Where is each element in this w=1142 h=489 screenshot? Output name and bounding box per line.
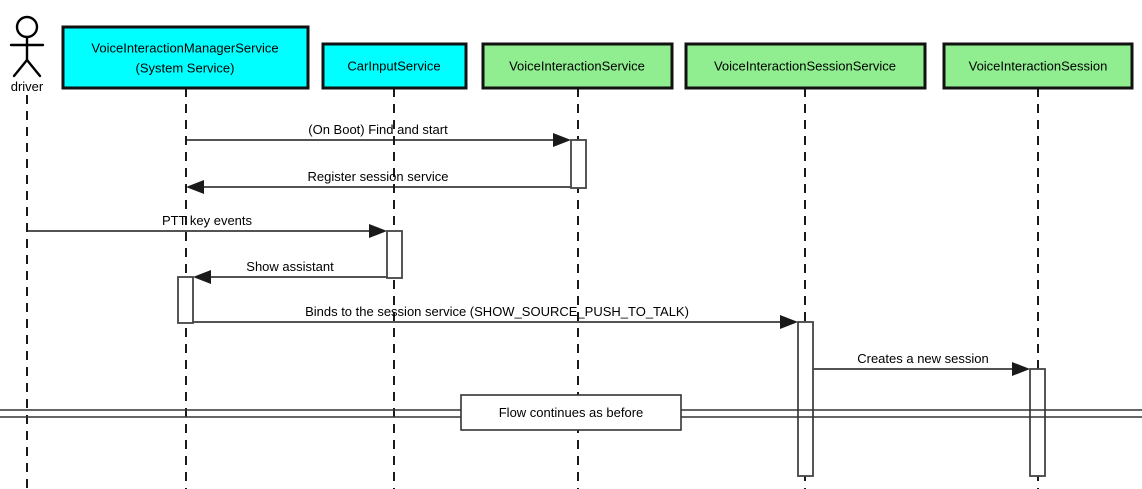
arrowhead-2 <box>186 180 204 194</box>
message-label-6: Creates a new session <box>857 351 989 366</box>
participant-box-vims[interactable] <box>61 25 310 90</box>
message-register-session-service[interactable]: Register session service <box>186 169 571 194</box>
arrowhead-1 <box>553 133 571 147</box>
message-label-5: Binds to the session service (SHOW_SOURC… <box>305 304 689 319</box>
message-on-boot-find-and-start[interactable]: (On Boot) Find and start <box>186 122 571 147</box>
actor-leg-left-icon <box>12 58 29 78</box>
message-creates-a-new-session[interactable]: Creates a new session <box>813 351 1030 376</box>
participant-label-vims-line2: (System Service) <box>136 60 235 75</box>
message-label-3: PTT key events <box>162 213 253 228</box>
participant-label-viss: VoiceInteractionSessionService <box>714 58 896 73</box>
participant-session[interactable]: VoiceInteractionSession <box>942 42 1134 90</box>
arrowhead-6 <box>1012 362 1030 376</box>
participant-carinput[interactable]: CarInputService <box>321 42 468 90</box>
note-flow-continues[interactable]: Flow continues as before <box>460 394 682 431</box>
participant-label-session: VoiceInteractionSession <box>969 58 1108 73</box>
message-label-4: Show assistant <box>246 259 334 274</box>
activation-bar-carinput <box>386 230 403 279</box>
message-label-1: (On Boot) Find and start <box>308 122 448 137</box>
message-binds-to-session-service[interactable]: Binds to the session service (SHOW_SOURC… <box>186 304 798 329</box>
message-show-assistant[interactable]: Show assistant <box>193 259 387 284</box>
actor-head-icon <box>15 15 39 39</box>
message-label-2: Register session service <box>308 169 449 184</box>
participant-viss[interactable]: VoiceInteractionSessionService <box>684 42 927 90</box>
actor-leg-right-icon <box>25 58 42 78</box>
activation-bar-vims <box>177 276 194 324</box>
participant-label-vims-line1: VoiceInteractionManagerService <box>91 40 278 55</box>
activation-bar-vis <box>570 139 587 189</box>
participant-vims[interactable]: VoiceInteractionManagerService (System S… <box>61 25 310 90</box>
participant-box-vis[interactable] <box>481 42 674 90</box>
participant-box-viss[interactable] <box>684 42 927 90</box>
actor-driver[interactable]: driver <box>9 15 45 94</box>
arrowhead-3 <box>369 224 387 238</box>
participant-box-carinput[interactable] <box>321 42 468 90</box>
arrowhead-5 <box>780 315 798 329</box>
note-box[interactable] <box>460 394 682 431</box>
actor-label: driver <box>11 79 44 94</box>
activation-bar-session <box>1029 368 1046 477</box>
activation-bars-group <box>177 139 1046 477</box>
note-label: Flow continues as before <box>499 405 644 420</box>
participant-vis[interactable]: VoiceInteractionService <box>481 42 674 90</box>
message-ptt-key-events[interactable]: PTT key events <box>27 213 387 238</box>
participant-label-vis: VoiceInteractionService <box>509 58 645 73</box>
activation-bar-viss <box>797 321 814 477</box>
arrowhead-4 <box>193 270 211 284</box>
participant-box-session[interactable] <box>942 42 1134 90</box>
participant-label-carinput: CarInputService <box>347 58 440 73</box>
